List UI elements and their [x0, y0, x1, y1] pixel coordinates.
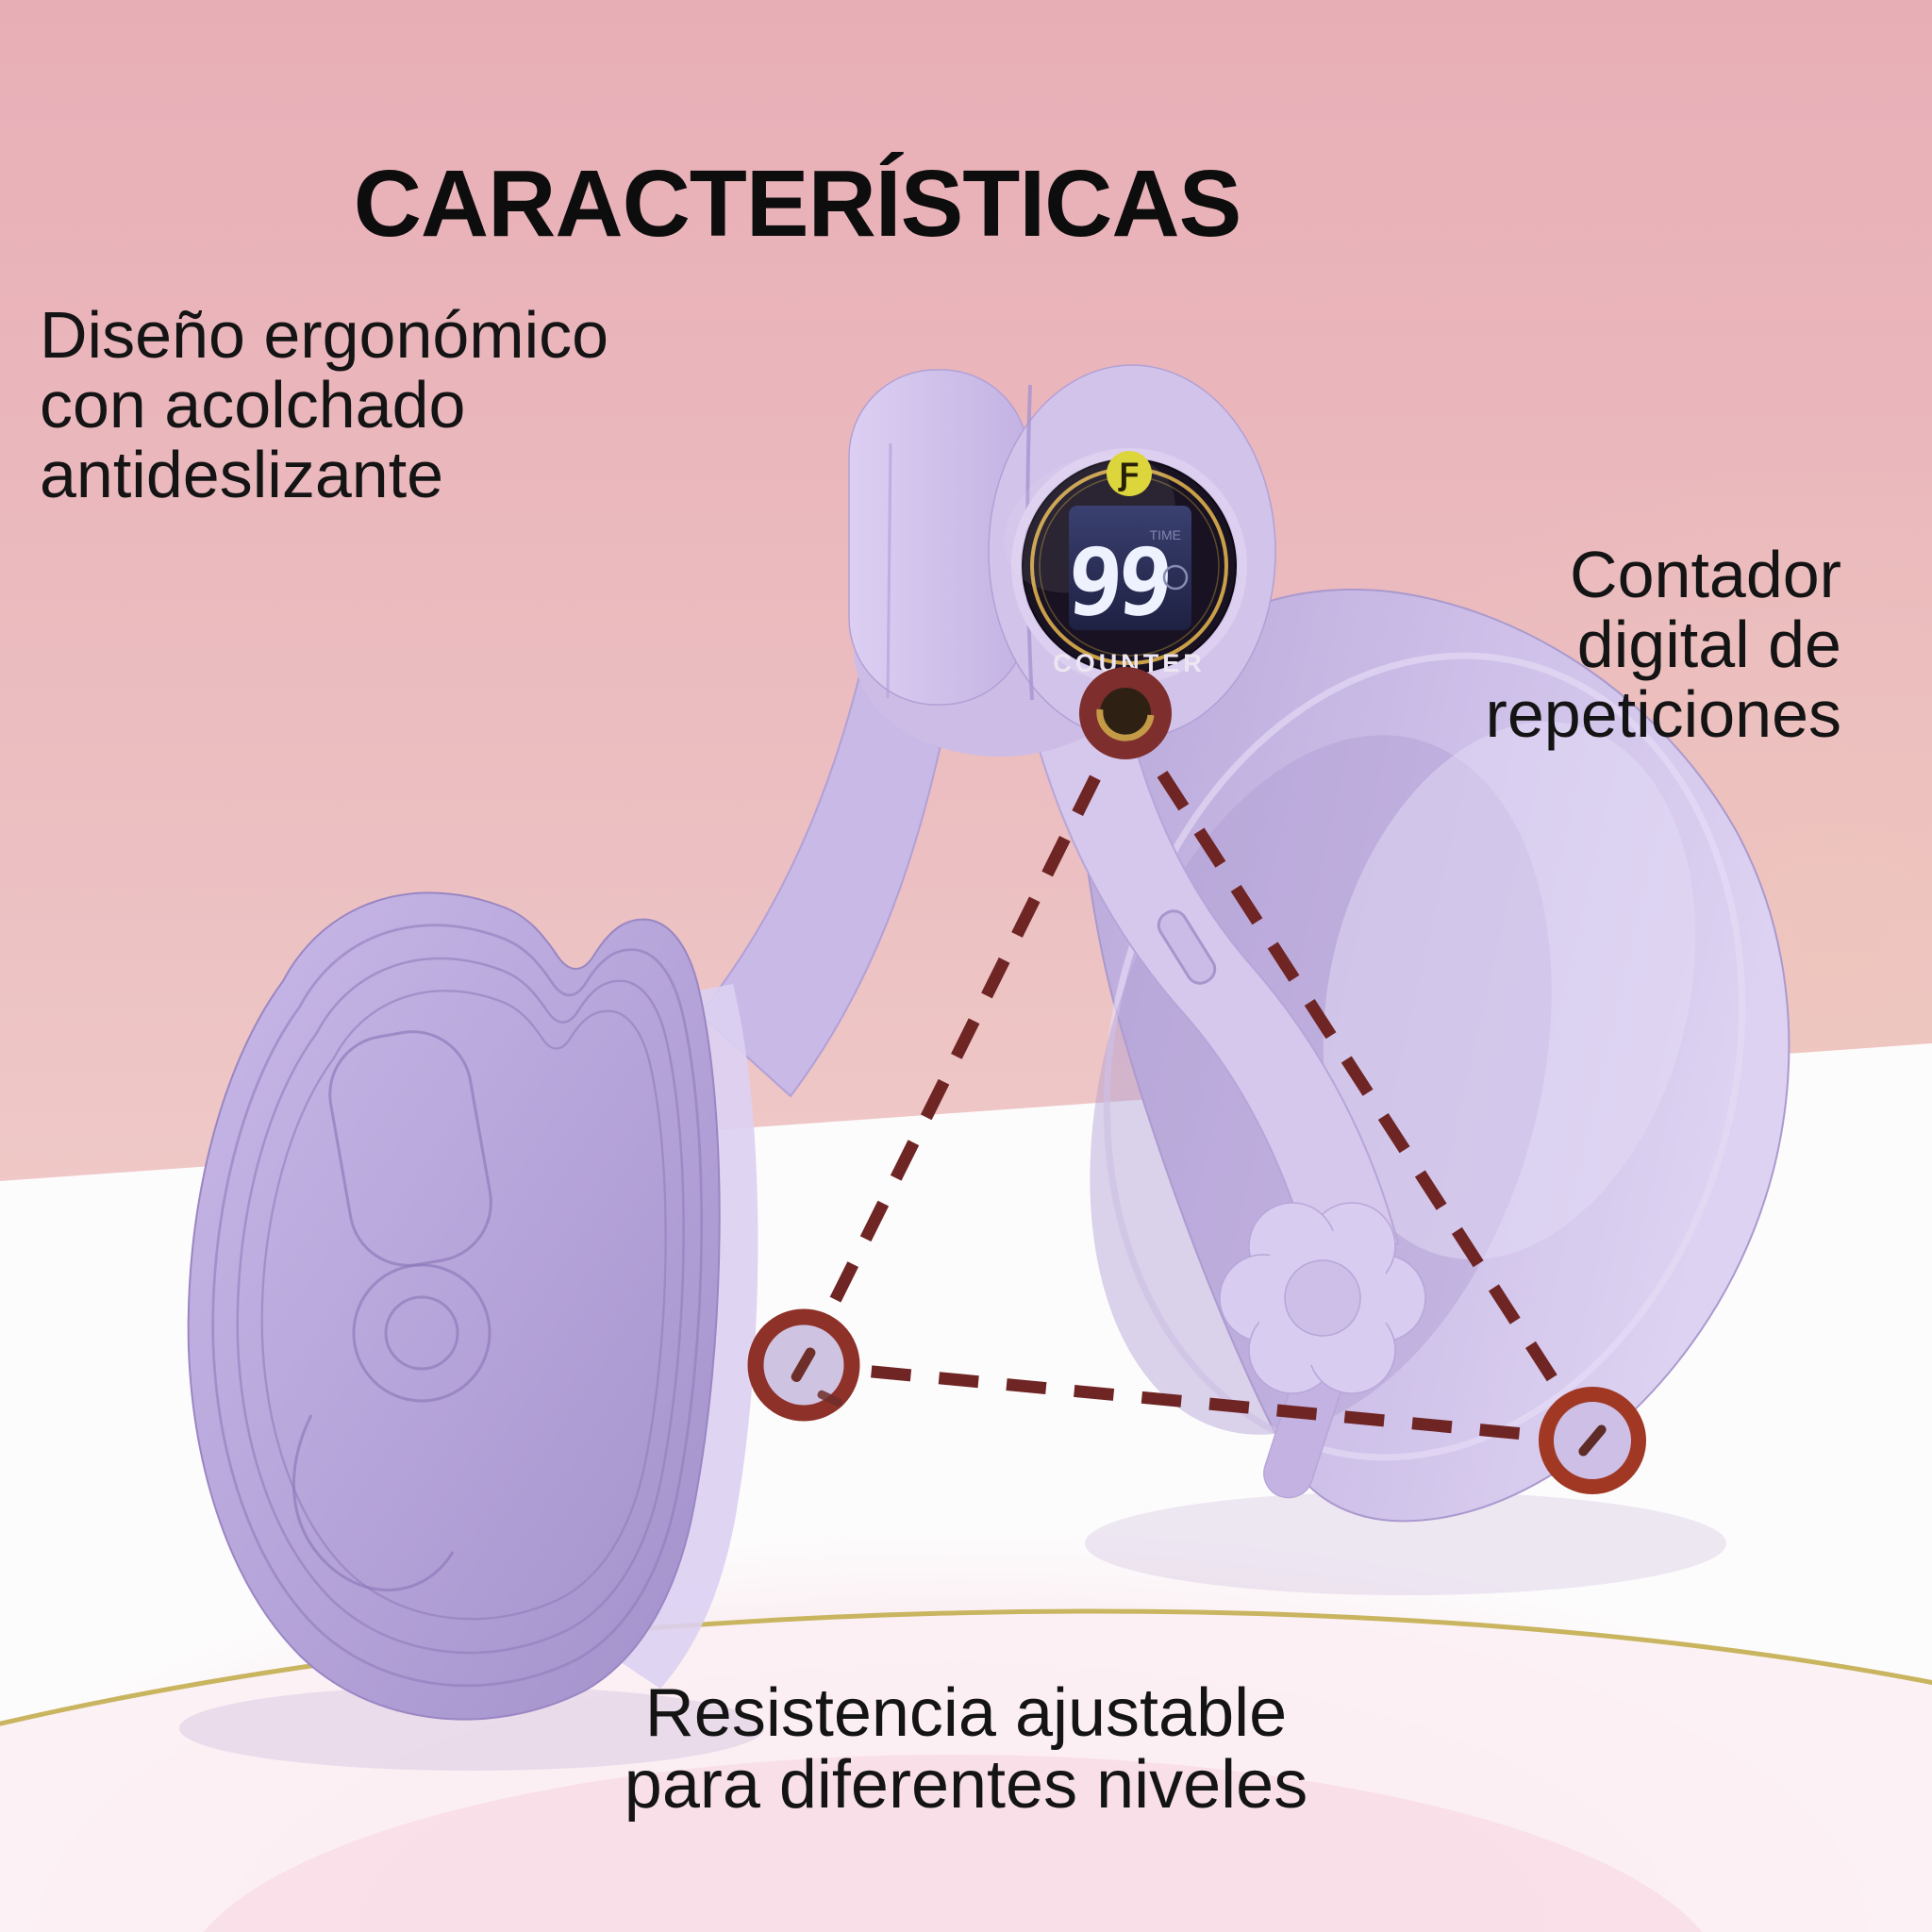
right-pad-shadow: [1085, 1491, 1726, 1595]
feature-resistance-line2: para diferentes niveles: [624, 1747, 1308, 1823]
feature-resistance: Resistencia ajustable para diferentes ni…: [0, 1677, 1932, 1821]
left-pad: [187, 891, 758, 1721]
feature-counter-line3: repeticiones: [1485, 677, 1841, 751]
feature-counter-line2: digital de: [1576, 608, 1841, 681]
knob-center: [1284, 1259, 1361, 1337]
left-pad-emblem: [291, 1030, 492, 1591]
lcd-mode-label: TIME: [1150, 527, 1181, 542]
lcd-screen: [1069, 506, 1191, 630]
callout-dot-hinge: [747, 1308, 860, 1422]
feature-ergonomic-line3: antideslizante: [40, 438, 444, 511]
left-pad-edge: [621, 984, 758, 1689]
feature-ergonomic-line1: Diseño ergonómico: [40, 298, 609, 372]
platform-glow: [203, 1755, 1703, 1932]
callout-dot-display: [1079, 667, 1172, 759]
feature-counter-line1: Contador: [1570, 538, 1841, 611]
right-arm: [1015, 649, 1400, 1274]
handle-inner-seam: [886, 442, 892, 699]
brand-logo-glyph: Ƒ: [1118, 457, 1140, 492]
left-pad-grooves: [211, 924, 704, 1688]
page-title: CARACTERÍSTICAS: [353, 151, 1242, 257]
feature-digital-counter: Contador digital de repeticiones: [1486, 540, 1841, 749]
right-pad-rim: [1103, 652, 1746, 1461]
counter-value: 99: [1064, 529, 1172, 637]
hip-trainer-device: Ƒ 99 TIME COUNTER: [187, 364, 1790, 1721]
platform: [0, 1608, 1932, 1932]
resistance-knob: [1219, 1202, 1426, 1499]
feature-resistance-line1: Resistencia ajustable: [644, 1675, 1288, 1751]
feature-ergonomic: Diseño ergonómico con acolchado antidesl…: [40, 300, 608, 509]
arm-slot: [1157, 909, 1217, 985]
brand-logo-icon: [1107, 451, 1152, 496]
left-pad-shadow: [179, 1686, 764, 1771]
timer-icon: [1162, 564, 1189, 591]
callout-dot-knob: [1539, 1387, 1646, 1494]
gold-platform-ring: [0, 1608, 1932, 1932]
callout-triangle: [798, 713, 1598, 1447]
callout-line-right: [1120, 713, 1598, 1444]
callout-line-left: [798, 714, 1131, 1366]
feature-ergonomic-line2: con acolchado: [40, 368, 466, 441]
right-pad-highlight: [1323, 721, 1696, 1260]
